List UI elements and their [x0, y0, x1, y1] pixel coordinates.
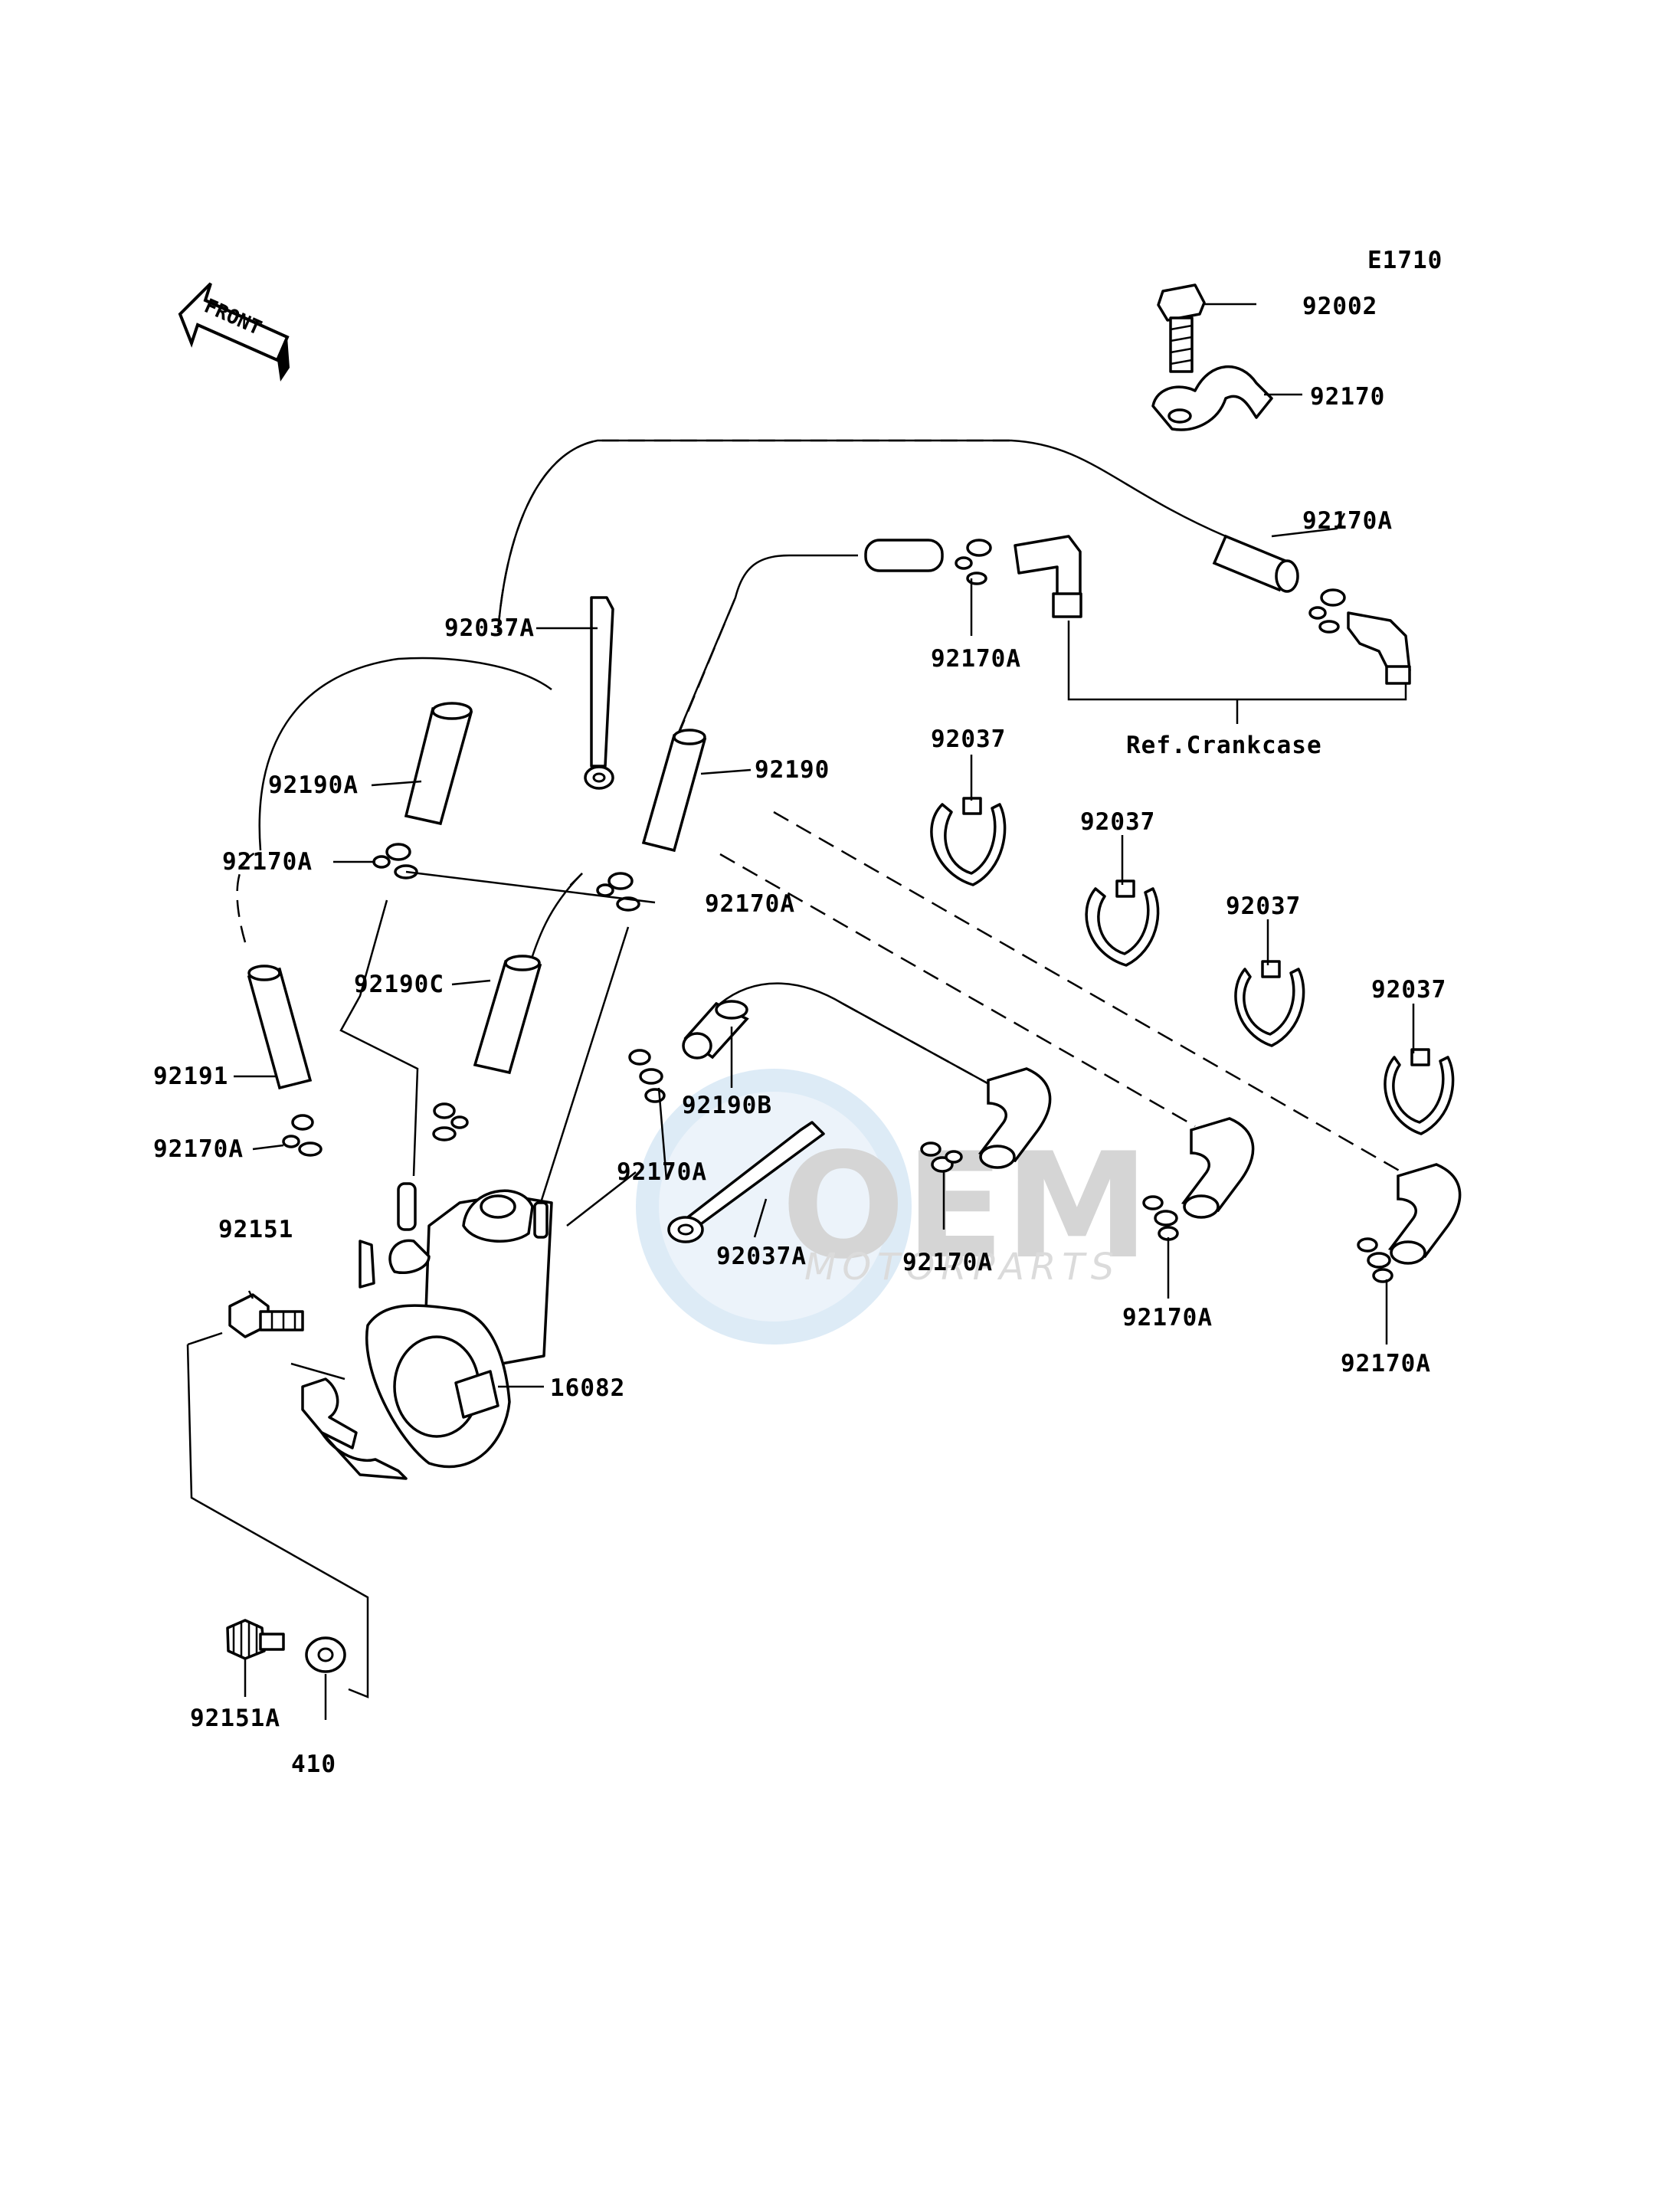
clip-icon [628, 1049, 666, 1103]
label-92170A: 92170A [902, 1249, 993, 1276]
label-92190A: 92190A [268, 771, 359, 799]
front-arrow-icon: FRONT [178, 282, 290, 382]
hose-92190B [682, 1000, 749, 1060]
band-92037 [1234, 960, 1305, 1047]
clip-icon [432, 1102, 469, 1141]
label-16082: 16082 [550, 1374, 625, 1402]
watermark-logo: OEM [781, 1122, 1149, 1291]
label-92170A: 92170A [931, 645, 1021, 673]
label-92037: 92037 [1371, 976, 1446, 1004]
elbow-hose [978, 1067, 1052, 1169]
clip-icon [1142, 1195, 1179, 1241]
watermark-globe-inner [659, 1092, 889, 1322]
band-92037 [930, 797, 1007, 886]
label-92037: 92037 [1080, 808, 1155, 836]
elbow-fitting-right [1347, 611, 1411, 685]
elbow-hose [1181, 1117, 1255, 1219]
label-92151: 92151 [218, 1216, 293, 1243]
label-92190B: 92190B [682, 1092, 772, 1119]
elbow-fitting-left [1014, 535, 1082, 618]
label-92002: 92002 [1302, 293, 1377, 320]
hose-92190 [641, 729, 707, 853]
oil-pump-16082 [301, 1182, 553, 1480]
band-92037 [1085, 879, 1160, 967]
leader-lines [234, 513, 1415, 1720]
label-92037: 92037 [931, 725, 1006, 753]
hose-92191 [247, 965, 313, 1090]
washer-410 [305, 1636, 346, 1673]
label-92037A: 92037A [716, 1243, 807, 1270]
bolt-92151 [228, 1293, 304, 1338]
label-92170A: 92170A [1122, 1304, 1213, 1331]
clamp-92170 [1151, 365, 1302, 431]
label-92170: 92170 [1310, 383, 1385, 411]
clip-icon [596, 872, 640, 912]
label-92170A: 92170A [1302, 507, 1393, 535]
label-92190: 92190 [755, 756, 830, 784]
part-labels: 92002 92170 92170A 92170A 92037A 92037 9… [153, 293, 1446, 1778]
hose-upper-right [1212, 534, 1299, 593]
label-92170A: 92170A [617, 1158, 707, 1186]
label-92037: 92037 [1226, 893, 1301, 920]
clip-icon [1308, 588, 1346, 634]
clip-icon [955, 539, 992, 585]
label-92170A: 92170A [1341, 1350, 1431, 1377]
hose-top-short [864, 539, 944, 572]
band-92037A-lower [667, 1121, 825, 1243]
ref-crankcase-bracket: Ref.Crankcase [1067, 621, 1407, 759]
bolt-92002 [1157, 283, 1256, 373]
watermark-globe [636, 1069, 912, 1345]
ref-crankcase-note: Ref.Crankcase [1126, 732, 1322, 759]
watermark-subtitle: MOTORPARTS [804, 1246, 1120, 1289]
clip-icon [282, 1114, 323, 1157]
label-92190C: 92190C [354, 971, 444, 998]
diagram-code: E1710 [1367, 247, 1443, 274]
label-92151A: 92151A [190, 1705, 280, 1732]
label-92191: 92191 [153, 1063, 228, 1090]
label-92170A: 92170A [153, 1135, 244, 1163]
elbow-hose [1387, 1163, 1462, 1265]
band-92037A-upper [584, 596, 614, 790]
label-92170A: 92170A [222, 848, 313, 876]
bolt-92151A [226, 1619, 285, 1660]
band-92037 [1384, 1048, 1455, 1135]
hose-92190A [404, 702, 473, 826]
clip-icon [1357, 1237, 1393, 1283]
routing-lines [186, 439, 1403, 1698]
watermark: OEM MOTORPARTS [636, 1069, 1149, 1345]
clip-icons [282, 539, 1393, 1283]
label-410: 410 [291, 1751, 336, 1778]
clip-icon [920, 1141, 963, 1173]
label-92037A: 92037A [444, 614, 535, 642]
hose-92190C [473, 955, 542, 1075]
label-92170A: 92170A [705, 890, 795, 918]
